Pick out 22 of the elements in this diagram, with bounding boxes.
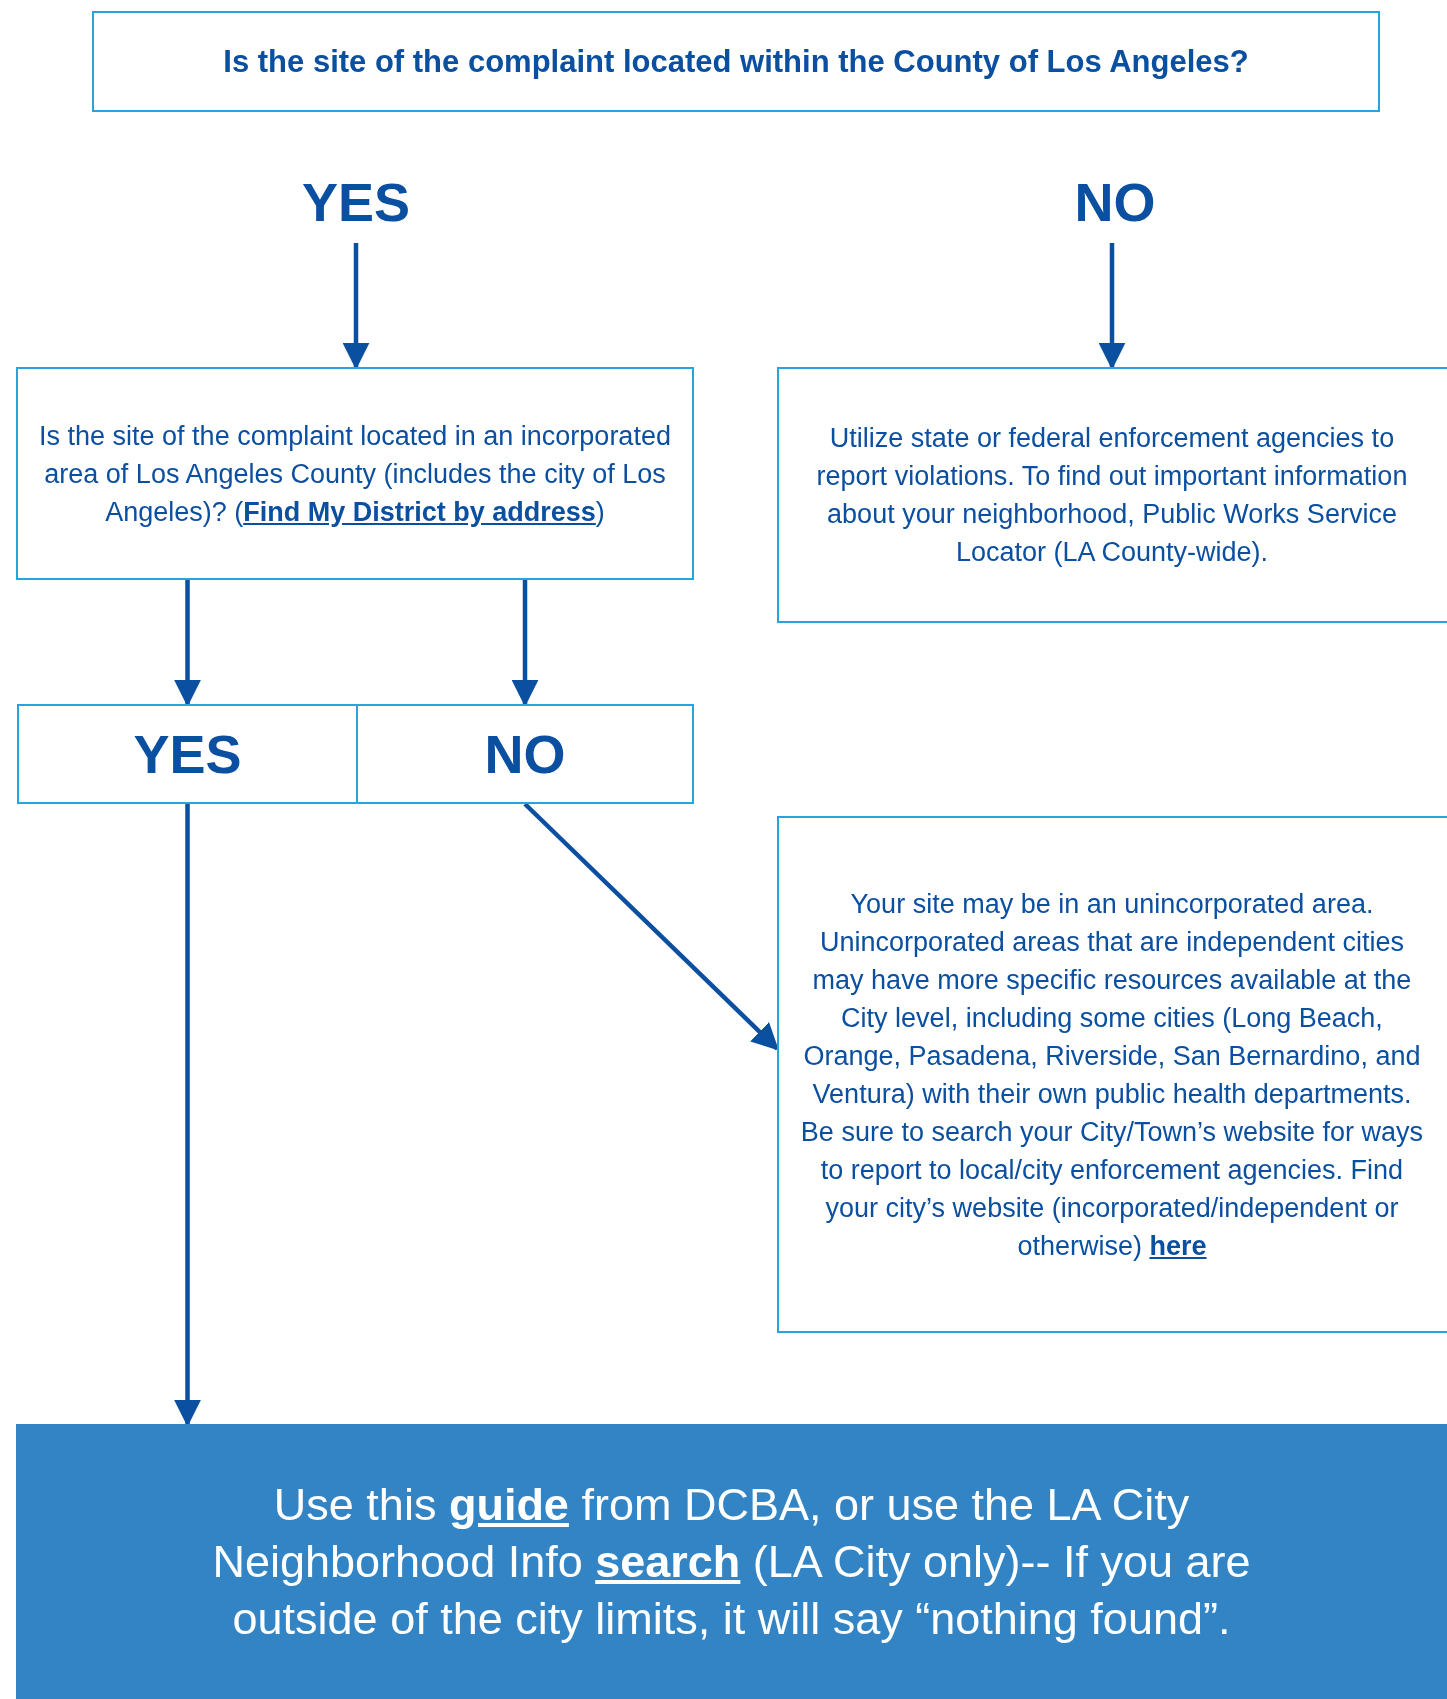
node-text: Is the site of the complaint located in an incorporated area of Los Angeles County (includes the city of Los Angeles)? (Find My District by address) bbox=[38, 419, 672, 529]
node-text: Use this guide from DCBA, or use the LA City Neighborhood Info search (LA City only)-- If you are outside of the city limits, it will say “nothing found”. bbox=[211, 1478, 1252, 1646]
node-text: Your site may be in an unincorporated area. Unincorporated areas that are independent cities may have more specific resources available at the City level, including some cities (Long Beach, Orange, Pasadena, Riverside, San Bernardino, and Ventura) with their own public health departments. Be sure to search your City/Town’s website for ways to report to local/city enforcement agencies. Find your city’s website (incorporated/independent or otherwise) here bbox=[799, 887, 1425, 1263]
node-text: NO bbox=[484, 723, 566, 785]
answer-box bbox=[356, 704, 694, 804]
arrow bbox=[174, 580, 201, 707]
arrow bbox=[1098, 243, 1126, 370]
result-box bbox=[777, 816, 1447, 1333]
node-text: Utilize state or federal enforcement agencies to report violations. To find out important information about your neighborhood, Public Works Service Locator (LA County-wide). bbox=[815, 422, 1409, 569]
result-box bbox=[777, 367, 1447, 623]
node-text: YES bbox=[133, 723, 242, 785]
arrow bbox=[511, 580, 539, 707]
node-text: YES bbox=[301, 170, 411, 233]
question-box bbox=[16, 367, 694, 580]
arrow bbox=[174, 804, 201, 1427]
arrow bbox=[342, 243, 370, 370]
node-text: NO bbox=[1074, 170, 1156, 233]
result-banner bbox=[16, 1424, 1447, 1699]
node-text: Is the site of the complaint located within the County of Los Angeles? bbox=[223, 43, 1249, 80]
answer-box bbox=[17, 704, 358, 804]
question-box bbox=[92, 11, 1380, 112]
arrow bbox=[523, 802, 779, 1051]
